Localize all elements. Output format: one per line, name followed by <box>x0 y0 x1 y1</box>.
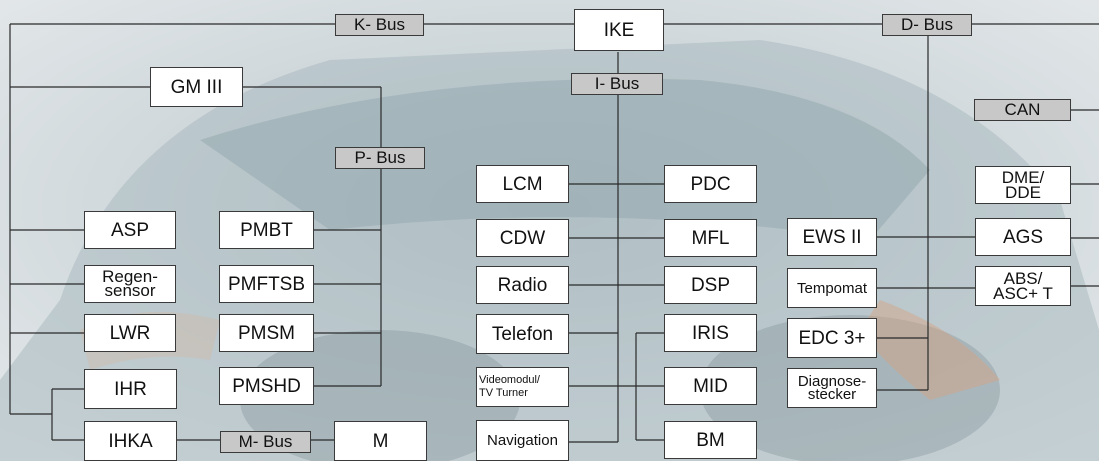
module-dme: DME/ DDE <box>975 166 1071 204</box>
abs-line-2: ASC+ T <box>993 284 1053 303</box>
module-tempomat: Tempomat <box>787 268 877 308</box>
dme-line-1: DME/ <box>1001 167 1045 187</box>
module-mid: MID <box>664 367 757 405</box>
module-ihka: IHKA <box>84 421 177 461</box>
module-mfl: MFL <box>664 219 757 257</box>
module-m: M <box>334 421 427 461</box>
module-regensensor: Regen- sensor <box>84 265 176 303</box>
i-bus-label: I- Bus <box>571 73 663 95</box>
module-cdw: CDW <box>476 219 569 257</box>
module-asp: ASP <box>84 211 176 249</box>
module-bm: BM <box>664 421 757 459</box>
module-lwr: LWR <box>84 314 176 352</box>
videomodul-line-2: TV Turner <box>479 387 528 399</box>
regensensor-line-2: sensor <box>104 281 156 300</box>
videomodul-line-1: Videomodul/ <box>479 374 540 387</box>
module-diagnose: Diagnose- stecker <box>787 368 877 408</box>
p-bus-label: P- Bus <box>335 147 425 169</box>
module-pdc: PDC <box>664 165 757 203</box>
k-bus-label: K- Bus <box>335 14 424 36</box>
module-radio: Radio <box>476 266 569 304</box>
m-bus-label: M- Bus <box>220 431 311 453</box>
module-gm3: GM III <box>150 67 243 107</box>
can-label: CAN <box>974 99 1071 121</box>
dme-line-2: DDE <box>1005 183 1041 202</box>
module-dsp: DSP <box>664 266 757 304</box>
module-ike: IKE <box>574 9 664 51</box>
regensensor-line-1: Regen- <box>102 267 158 287</box>
module-iris: IRIS <box>664 314 757 352</box>
module-navigation: Navigation <box>476 420 569 461</box>
abs-line-1: ABS/ <box>1003 268 1043 288</box>
module-ags: AGS <box>975 218 1071 256</box>
module-telefon: Telefon <box>476 314 569 354</box>
module-pmbt: PMBT <box>219 211 314 249</box>
module-ihr: IHR <box>84 369 177 409</box>
module-ews: EWS II <box>787 218 877 256</box>
module-pmsm: PMSM <box>219 314 314 352</box>
module-pmshd: PMSHD <box>219 367 314 405</box>
module-abs: ABS/ ASC+ T <box>975 266 1071 306</box>
module-videomodul: Videomodul/ TV Turner <box>476 367 569 407</box>
module-lcm: LCM <box>476 165 569 203</box>
d-bus-label: D- Bus <box>882 14 972 36</box>
diagnose-line-2: stecker <box>807 386 857 403</box>
module-edc: EDC 3+ <box>787 318 877 358</box>
module-pmftsb: PMFTSB <box>219 265 314 303</box>
diagnose-line-1: Diagnose- <box>797 372 867 390</box>
